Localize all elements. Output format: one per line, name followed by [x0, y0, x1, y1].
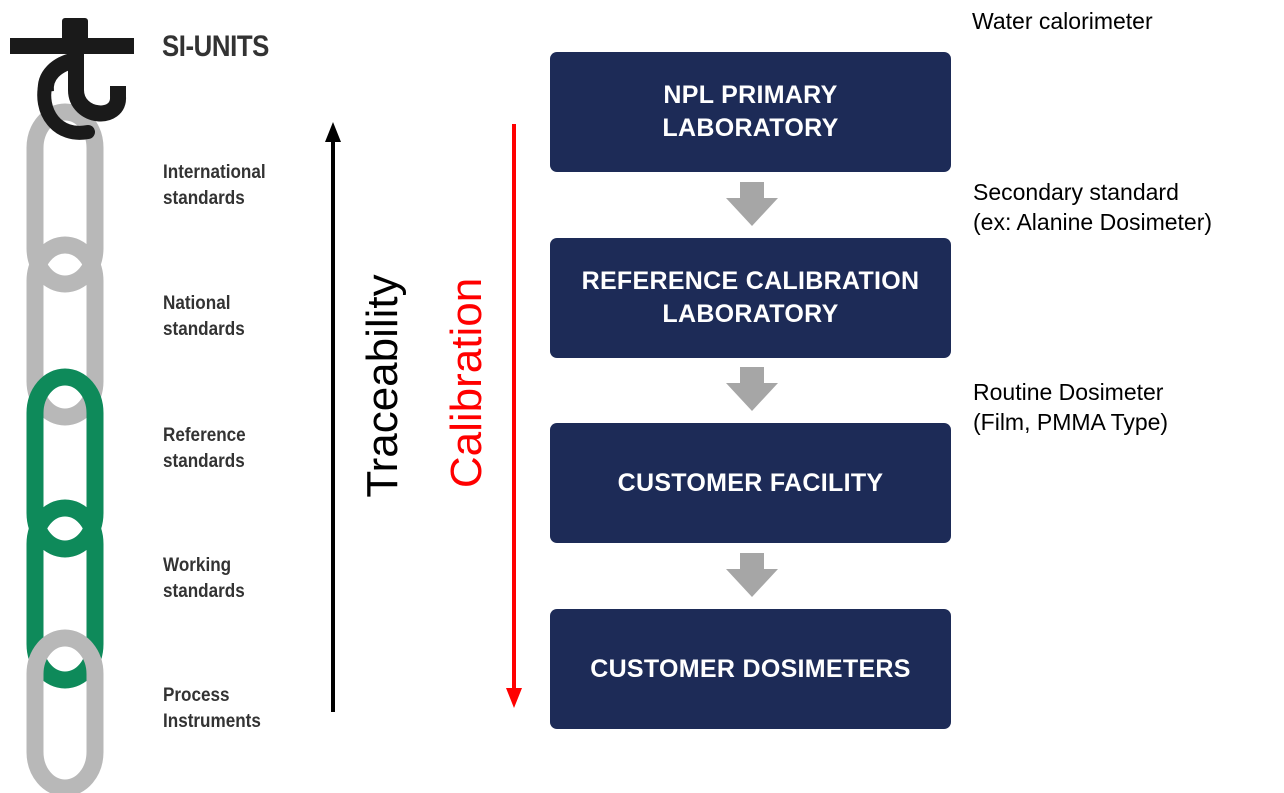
hook-curve	[68, 52, 126, 122]
box-line2: LABORATORY	[662, 300, 839, 328]
note-routine-dosimeter: Routine Dosimeter (Film, PMMA Type)	[973, 377, 1168, 437]
box-line2: LABORATORY	[662, 114, 839, 142]
note-water-calorimeter: Water calorimeter	[972, 6, 1153, 36]
reference-calibration-laboratory-box: REFERENCE CALIBRATION LABORATORY	[550, 238, 951, 358]
note-line2: (Film, PMMA Type)	[973, 409, 1169, 435]
box-line1: NPL PRIMARY	[663, 81, 838, 109]
level-label-working: Working standards	[163, 553, 245, 605]
box-line1: CUSTOMER DOSIMETERS	[590, 654, 911, 683]
calibration-arrow-head	[506, 688, 522, 708]
npl-primary-laboratory-box: NPL PRIMARY LABORATORY	[550, 52, 951, 172]
level-label-line1: Working	[163, 555, 232, 576]
calibration-arrow	[506, 124, 522, 708]
traceability-arrow-head	[325, 122, 341, 142]
level-label-process: Process Instruments	[163, 683, 261, 735]
traceability-arrow	[325, 122, 341, 712]
chain-link-international	[26, 103, 104, 293]
chain-link-reference	[26, 368, 104, 558]
connector-arrow-3	[726, 553, 778, 597]
note-line1: Secondary standard	[973, 179, 1179, 205]
customer-facility-box: CUSTOMER FACILITY	[550, 423, 951, 543]
box-line1: CUSTOMER FACILITY	[617, 468, 884, 497]
level-label-line1: Reference	[163, 425, 246, 446]
hook-shank-top	[62, 18, 88, 54]
level-label-line2: standards	[163, 319, 245, 340]
si-units-title: SI-UNITS	[162, 30, 269, 63]
level-label-line1: International	[163, 162, 266, 183]
customer-dosimeters-box: CUSTOMER DOSIMETERS	[550, 609, 951, 729]
traceability-label: Traceability	[358, 274, 407, 498]
calibration-label: Calibration	[442, 277, 491, 489]
level-label-line2: standards	[163, 581, 245, 602]
level-label-line1: National	[163, 293, 231, 314]
box-line1: REFERENCE CALIBRATION	[581, 267, 920, 295]
note-line1: Water calorimeter	[972, 8, 1153, 34]
level-label-international: International standards	[163, 160, 266, 212]
connector-arrow-2	[726, 367, 778, 411]
note-line2: (ex: Alanine Dosimeter)	[973, 209, 1213, 235]
flow-connectors	[726, 182, 778, 597]
hook-bend	[37, 52, 78, 93]
level-label-national: National standards	[163, 291, 245, 343]
level-label-reference: Reference standards	[163, 423, 246, 475]
level-label-line2: standards	[163, 188, 245, 209]
hook-icon	[10, 18, 134, 140]
connector-arrow-1	[726, 182, 778, 226]
level-label-line2: Instruments	[163, 711, 261, 732]
level-label-line2: standards	[163, 451, 245, 472]
level-label-line1: Process	[163, 685, 230, 706]
chain-link-working	[26, 499, 104, 689]
note-secondary-standard: Secondary standard (ex: Alanine Dosimete…	[973, 177, 1212, 237]
chain-link-national	[26, 236, 104, 426]
note-line1: Routine Dosimeter	[973, 379, 1164, 405]
chain-link-process	[26, 629, 104, 793]
